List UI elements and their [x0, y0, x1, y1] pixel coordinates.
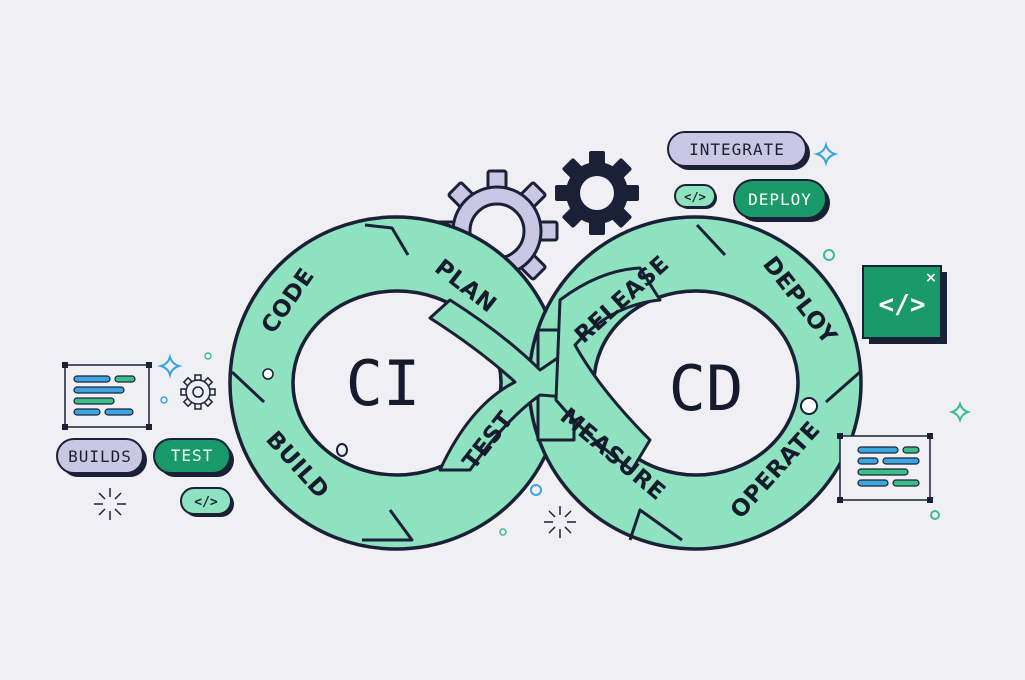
ci-label: CI: [346, 347, 421, 420]
dot: [499, 528, 507, 536]
code-window-text: </>: [879, 290, 926, 320]
document-card: [62, 362, 152, 430]
svg-text:TEST: TEST: [171, 446, 214, 465]
close-icon: ×: [925, 270, 937, 286]
code-chip: </>: [674, 184, 717, 209]
infinity-loop: [228, 215, 863, 551]
dot: [262, 368, 274, 380]
burst-icon: [94, 488, 126, 520]
builds-tag: BUILDS: [56, 438, 147, 477]
sparkle-icon: [948, 400, 972, 424]
dot: [204, 352, 212, 360]
svg-text:BUILDS: BUILDS: [68, 447, 132, 466]
code-chip: </>: [180, 487, 234, 517]
dot: [336, 443, 348, 457]
svg-text:INTEGRATE: INTEGRATE: [689, 140, 785, 159]
burst-icon: [544, 506, 576, 538]
sparkle-icon: [157, 353, 183, 379]
deploy-tag: DEPLOY: [733, 179, 830, 222]
dot: [800, 397, 818, 415]
dot: [823, 249, 835, 261]
test-tag: TEST: [153, 438, 234, 477]
svg-text:</>: </>: [194, 495, 218, 510]
svg-text:</>: </>: [684, 190, 706, 204]
gear-icon: [555, 151, 639, 235]
dot: [930, 510, 940, 520]
dot: [160, 396, 168, 404]
integrate-tag: INTEGRATE: [667, 131, 810, 170]
cd-label: CD: [669, 352, 744, 425]
svg-text:DEPLOY: DEPLOY: [748, 190, 812, 209]
code-window: × </>: [862, 265, 947, 344]
gear-icon: [180, 374, 216, 410]
document-card: [837, 433, 933, 503]
sparkle-icon: [813, 141, 839, 167]
dot: [530, 484, 542, 496]
